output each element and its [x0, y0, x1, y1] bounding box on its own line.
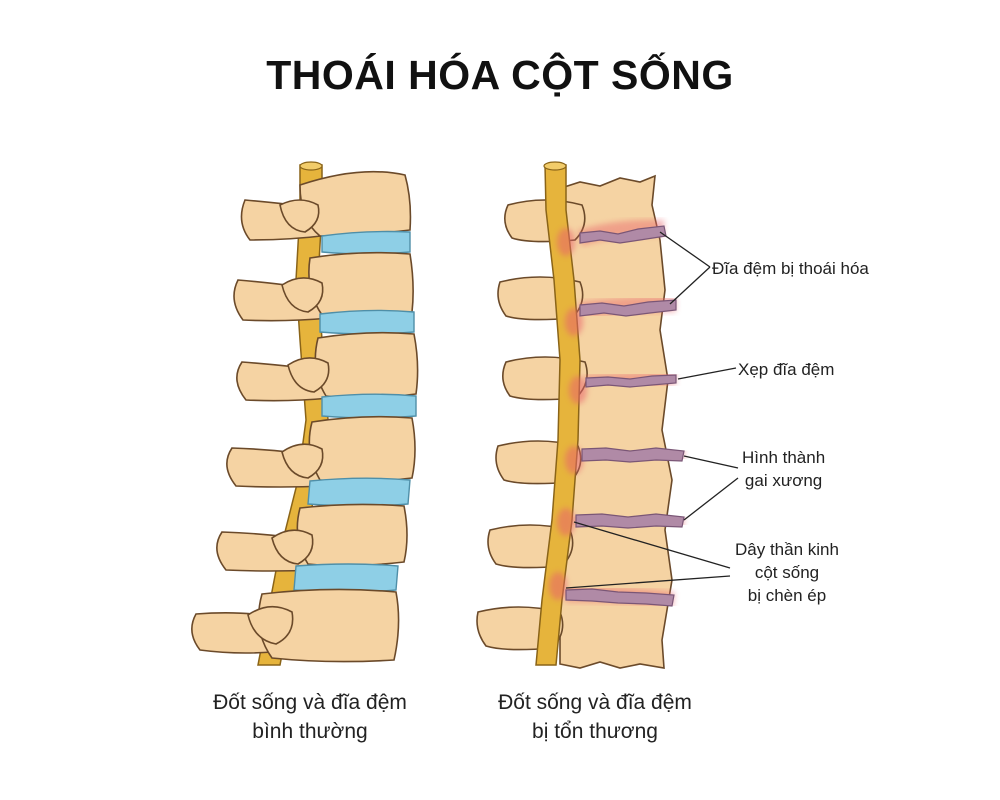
callout-bone-spur-line-2: gai xương	[742, 469, 825, 492]
callout-nerve-line-1: Dây thần kinh	[735, 538, 839, 561]
callout-line-spur-1	[684, 456, 738, 468]
callout-nerve-line-2: cột sống	[735, 561, 839, 584]
healthy-disc-1	[322, 232, 410, 255]
callout-bone-spur-line-1: Hình thành	[742, 446, 825, 469]
caption-damaged-line-2: bị tổn thương	[455, 717, 735, 746]
healthy-disc-2	[320, 310, 414, 334]
caption-normal-line-1: Đốt sống và đĩa đệm	[170, 688, 450, 717]
callout-bone-spur: Hình thành gai xương	[742, 446, 825, 492]
vertebra-normal-3	[237, 333, 418, 401]
caption-normal-spine: Đốt sống và đĩa đệm bình thường	[170, 688, 450, 746]
callout-nerve-compressed: Dây thần kinh cột sống bị chèn ép	[735, 538, 839, 607]
caption-damaged-line-1: Đốt sống và đĩa đệm	[455, 688, 735, 717]
healthy-disc-5	[294, 564, 398, 592]
healthy-disc-4	[308, 478, 410, 506]
healthy-disc-3	[322, 394, 416, 418]
callout-line-collapse	[678, 368, 736, 379]
vertebra-normal-4	[227, 417, 415, 487]
caption-normal-line-2: bình thường	[170, 717, 450, 746]
callout-disc-collapse: Xẹp đĩa đệm	[738, 358, 834, 381]
vertebra-normal-1	[241, 172, 410, 240]
vertebra-normal-6	[192, 589, 399, 661]
normal-spine	[192, 162, 418, 665]
damaged-spine	[477, 162, 684, 668]
callout-degenerated-disc: Đĩa đệm bị thoái hóa	[712, 257, 869, 280]
vertebra-normal-5	[217, 504, 407, 571]
caption-damaged-spine: Đốt sống và đĩa đệm bị tổn thương	[455, 688, 735, 746]
callout-nerve-line-3: bị chèn ép	[735, 584, 839, 607]
callout-line-degenerated-1	[660, 232, 710, 267]
damaged-disc-4	[582, 448, 684, 462]
callout-line-degenerated-2	[670, 267, 710, 304]
callout-line-spur-2	[684, 478, 738, 520]
